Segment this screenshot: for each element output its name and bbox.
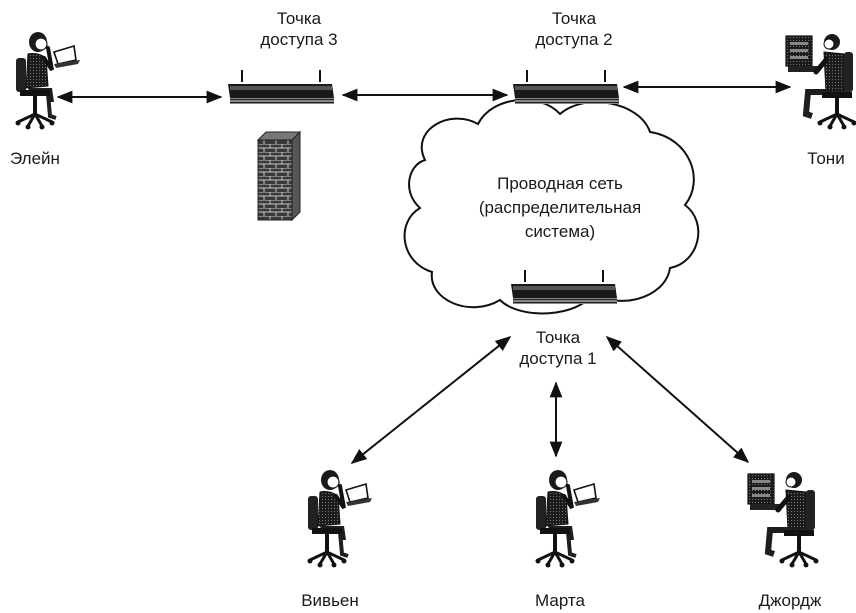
access-point-1-label: Точка доступа 1 (504, 327, 612, 369)
access-point-3-line1: Точка (276, 9, 322, 28)
user-name-marta: Марта (535, 591, 585, 610)
laptop-user-icon (305, 468, 374, 570)
access-point-3-label: Точка доступа 3 (245, 8, 353, 50)
user-name-tony: Тони (807, 149, 845, 168)
access-point-3-line2: доступа 3 (260, 30, 338, 49)
wired-network-line3: система) (524, 222, 596, 241)
access-point-2-line2: доступа 2 (535, 30, 613, 49)
user-name-vivien: Вивьен (301, 591, 359, 610)
link-ap1-george (605, 335, 750, 464)
desktop-user-icon (748, 472, 819, 568)
laptop-user-icon (13, 30, 82, 132)
access-point-1-line2: доступа 1 (519, 349, 597, 368)
firewall-icon (256, 130, 302, 222)
desktop-user-icon (786, 34, 856, 130)
wired-network-label: Проводная сеть (распределительная систем… (460, 172, 660, 244)
link-ap1-vivien (350, 336, 512, 464)
wired-network-line2: (распределительная (478, 198, 642, 217)
wired-network-line1: Проводная сеть (497, 174, 623, 193)
access-point-2-label: Точка доступа 2 (520, 8, 628, 50)
laptop-user-icon (533, 468, 602, 570)
user-name-elaine: Элейн (10, 149, 60, 168)
access-point-1-line1: Точка (535, 328, 581, 347)
access-point-2-icon (512, 69, 620, 105)
user-name-george: Джордж (758, 591, 822, 610)
access-point-2-line1: Точка (551, 9, 597, 28)
access-point-3-icon (227, 69, 335, 105)
